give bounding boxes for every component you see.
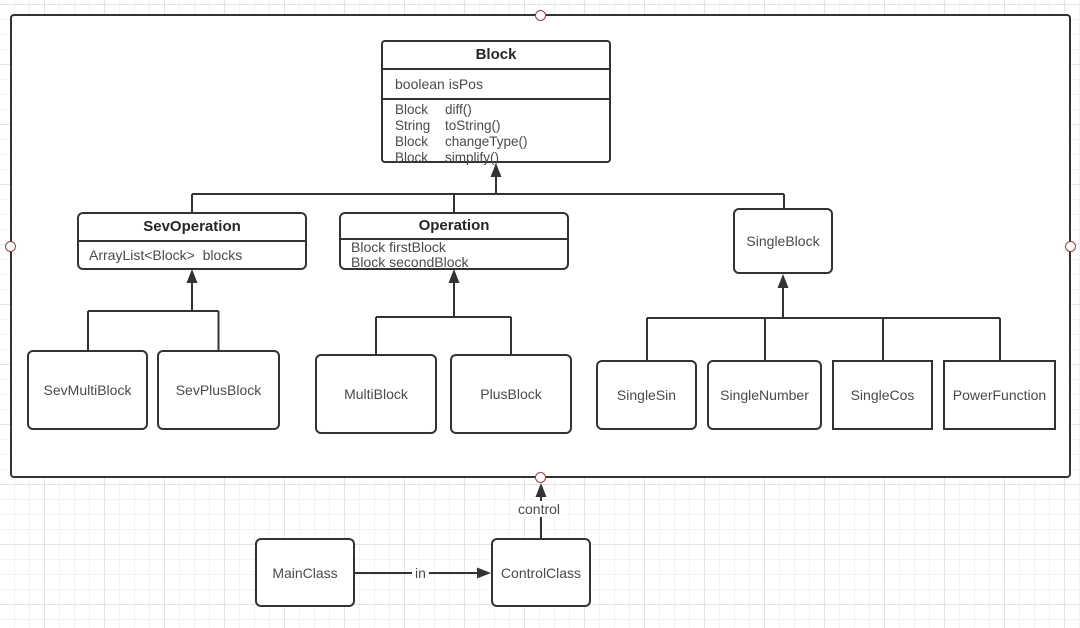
class-controlclass-title: ControlClass <box>500 564 582 581</box>
method-name: diff() <box>445 102 472 117</box>
arrowhead-control[interactable] <box>535 483 547 497</box>
class-sevplusblock[interactable]: SevPlusBlock <box>157 350 280 430</box>
class-sevoperation-title: SevOperation <box>79 214 305 242</box>
method-type: Block <box>395 150 429 165</box>
class-multiblock[interactable]: MultiBlock <box>315 354 437 434</box>
method-name: simplify() <box>445 150 499 165</box>
class-block-title: Block <box>383 42 609 70</box>
arrowhead-block[interactable] <box>490 163 502 177</box>
arrowhead-singleblock[interactable] <box>777 274 789 288</box>
class-plusblock[interactable]: PlusBlock <box>450 354 572 434</box>
method-type: String <box>395 118 431 133</box>
arrowhead-operation[interactable] <box>448 269 460 283</box>
class-plusblock-title: PlusBlock <box>480 386 542 402</box>
class-singlesin[interactable]: SingleSin <box>596 360 697 430</box>
class-sevoperation-attribute: ArrayList<Block> blocks <box>89 247 243 263</box>
class-singlecos[interactable]: SingleCos <box>832 360 933 430</box>
class-singleblock[interactable]: SingleBlock <box>733 208 833 274</box>
class-sevmultiblock[interactable]: SevMultiBlock <box>27 350 148 430</box>
class-sevoperation[interactable]: SevOperation ArrayList<Block> blocks <box>77 212 307 270</box>
class-operation-attribute: Block firstBlock <box>351 239 446 255</box>
class-singlenumber[interactable]: SingleNumber <box>707 360 822 430</box>
class-multiblock-title: MultiBlock <box>344 386 408 402</box>
method-type: Block <box>395 134 429 149</box>
class-block[interactable]: Block boolean isPos Block diff() String … <box>381 40 611 166</box>
class-operation-title: Operation <box>341 214 567 240</box>
class-singleblock-title: SingleBlock <box>746 233 820 249</box>
edge-label-in[interactable]: in <box>412 565 429 581</box>
class-operation-attribute: Block secondBlock <box>351 254 469 270</box>
class-sevmultiblock-title: SevMultiBlock <box>43 382 132 398</box>
class-block-methods: Block diff() String toString() Block cha… <box>383 100 609 166</box>
method-name: changeType() <box>445 134 528 149</box>
selection-handle-left[interactable] <box>5 240 16 252</box>
class-block-attribute: boolean isPos <box>395 76 483 92</box>
arrowhead-in[interactable] <box>477 567 491 579</box>
class-mainclass[interactable]: MainClass <box>255 538 355 607</box>
class-powerfunction[interactable]: PowerFunction <box>943 360 1056 430</box>
class-operation[interactable]: Operation Block firstBlock Block secondB… <box>339 212 569 270</box>
class-singlecos-title: SingleCos <box>850 387 915 403</box>
class-controlclass[interactable]: ControlClass <box>491 538 591 607</box>
class-singlesin-title: SingleSin <box>616 387 677 403</box>
class-singlenumber-title: SingleNumber <box>720 387 809 403</box>
arrowhead-sevoperation[interactable] <box>186 269 198 283</box>
class-sevplusblock-title: SevPlusBlock <box>175 382 262 398</box>
method-name: toString() <box>445 118 501 133</box>
selection-handle-bottom[interactable] <box>535 471 546 483</box>
selection-handle-top[interactable] <box>535 9 546 21</box>
class-mainclass-title: MainClass <box>272 564 338 581</box>
selection-handle-right[interactable] <box>1065 240 1076 252</box>
method-type: Block <box>395 102 429 117</box>
class-powerfunction-title: PowerFunction <box>952 387 1047 403</box>
edge-label-control[interactable]: control <box>515 501 564 517</box>
